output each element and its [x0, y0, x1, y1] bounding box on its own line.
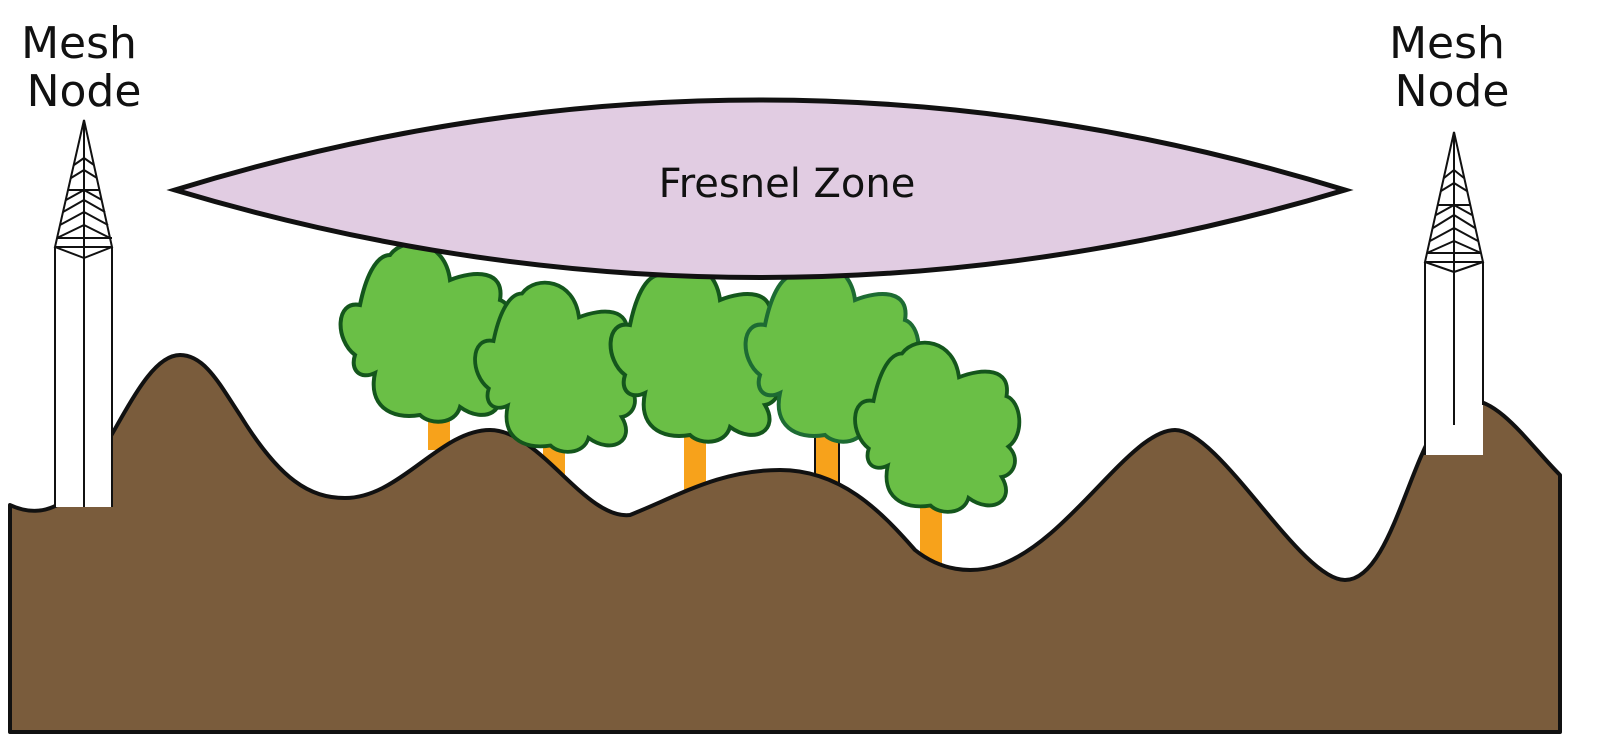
left-node-label-line2: Node [27, 66, 142, 117]
right-node-label-line1: Mesh [1389, 18, 1505, 69]
fresnel-zone-label: Fresnel Zone [659, 161, 916, 207]
ground-hills [8, 353, 1562, 734]
left-node-label-line1: Mesh [21, 18, 137, 69]
right-tower [1423, 131, 1485, 455]
left-tower [53, 119, 114, 507]
fresnel-zone-shape [166, 97, 1354, 280]
right-node-label-line2: Node [1395, 66, 1510, 117]
